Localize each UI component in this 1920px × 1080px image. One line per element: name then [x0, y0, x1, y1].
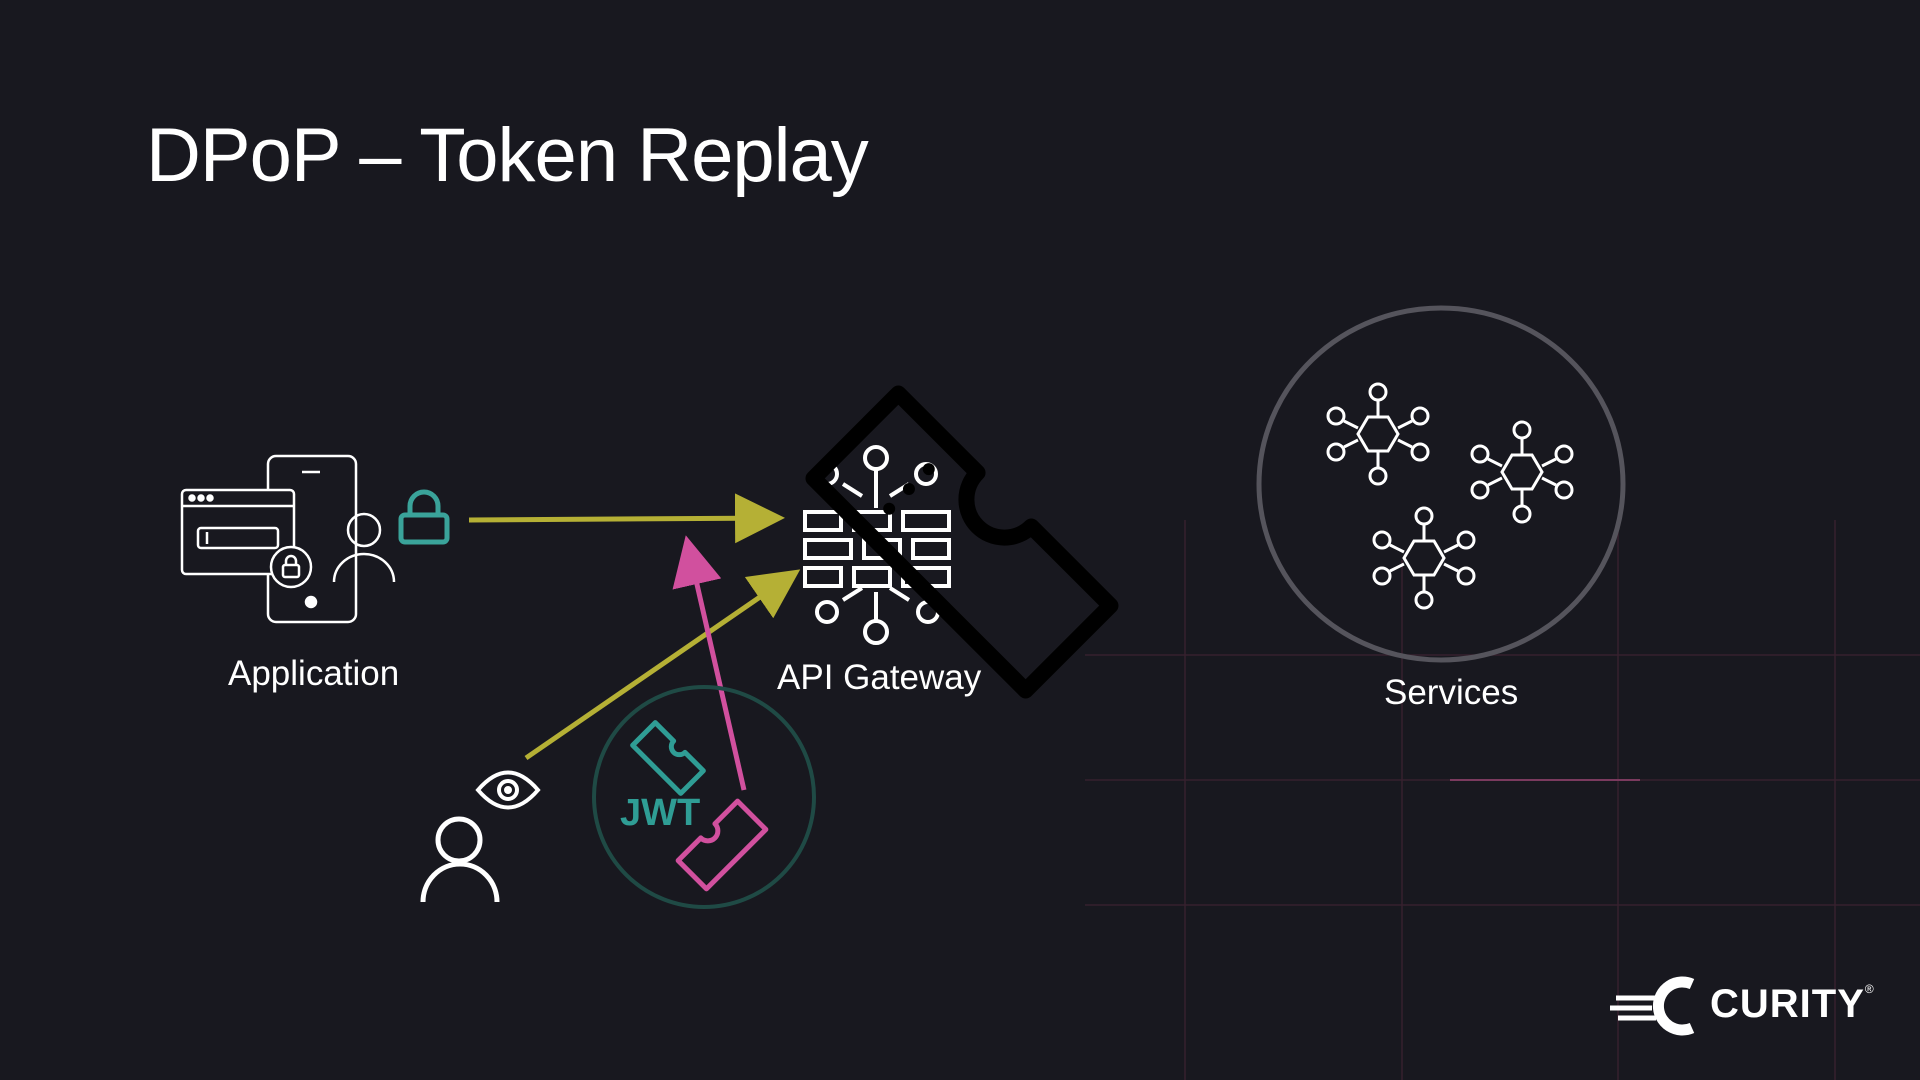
microservice-hexagon-icon	[1372, 506, 1476, 610]
replay-arrow	[524, 569, 801, 761]
user-icon	[332, 512, 396, 583]
services-label: Services	[1384, 673, 1519, 712]
application-label: Application	[228, 654, 400, 693]
microservice-hexagon-icon	[1326, 382, 1430, 486]
jwt-label: JWT	[620, 792, 700, 834]
stolen-ticket-icon	[675, 798, 769, 892]
eye-icon	[475, 770, 541, 810]
request-arrow	[468, 493, 785, 544]
brand-logo-text: CURITY®	[1710, 982, 1875, 1026]
attacker-user-icon	[420, 816, 500, 903]
application-icon	[180, 454, 396, 624]
ticket-icon	[805, 385, 1119, 699]
curity-logo-icon	[1610, 976, 1695, 1036]
api-gateway-label: API Gateway	[777, 658, 982, 697]
jwt-circle	[592, 685, 816, 909]
browser-lock-badge-icon	[269, 545, 313, 589]
stolen-token-arrow	[672, 535, 747, 791]
browser-window-icon	[180, 488, 296, 576]
slide-title: DPoP – Token Replay	[146, 113, 869, 198]
lock-icon	[398, 489, 450, 545]
microservice-hexagon-icon	[1470, 420, 1574, 524]
jwt-ticket-icon	[630, 720, 706, 796]
services-circle	[1256, 305, 1626, 663]
trademark-symbol: ®	[1864, 982, 1875, 996]
